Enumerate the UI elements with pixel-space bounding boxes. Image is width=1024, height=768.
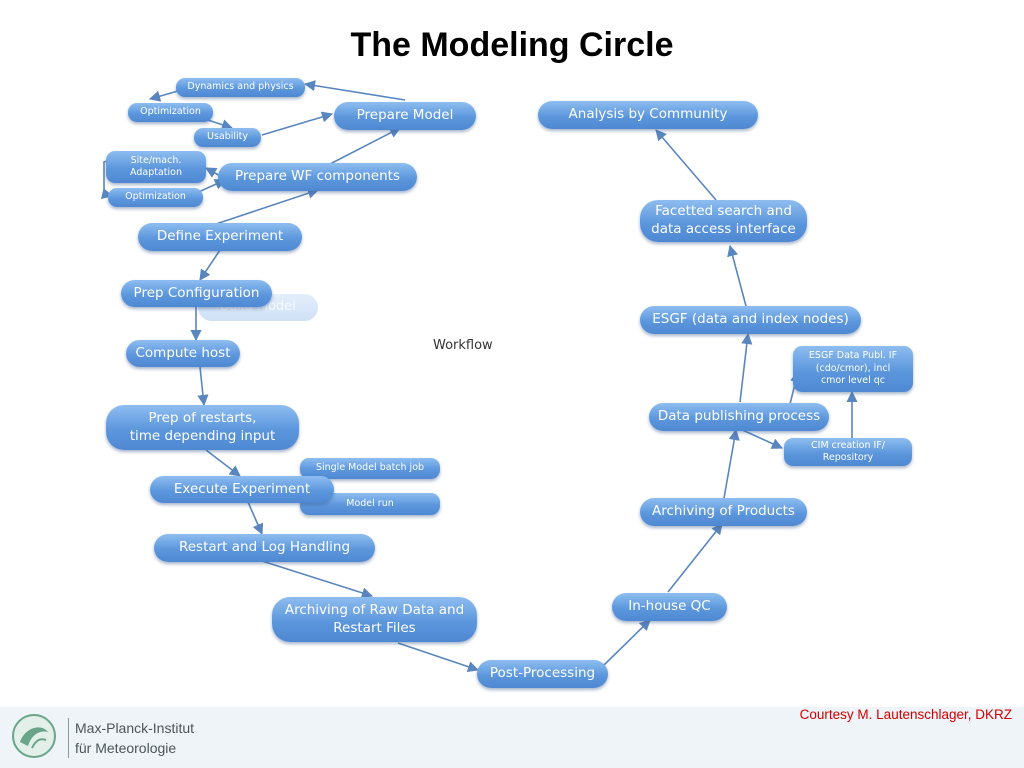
institute-name: Max-Planck-Institut für Meteorologie bbox=[68, 718, 194, 758]
node-cim-creation-if: CIM creation IF/ Repository bbox=[784, 438, 912, 466]
node-archiving-of-raw-data: Archiving of Raw Data and Restart Files bbox=[272, 597, 477, 642]
node-prepare-wf-components: Prepare WF components bbox=[218, 163, 417, 191]
node-dynamics-and-physics: Dynamics and physics bbox=[176, 78, 305, 97]
node-esgf-data-publ-if: ESGF Data Publ. IF (cdo/cmor), incl cmor… bbox=[793, 346, 913, 392]
node-prepare-model: Prepare Model bbox=[334, 102, 476, 130]
footer-bar bbox=[0, 707, 1024, 768]
node-model-run: Model run bbox=[300, 493, 440, 515]
node-facetted-search: Facetted search and data access interfac… bbox=[640, 200, 807, 242]
edge-inhouse-qc-to-archiving-products bbox=[667, 523, 723, 593]
edge-data-publishing-to-esgf-nodes bbox=[739, 332, 753, 403]
node-optimization-2: Optimization bbox=[108, 188, 203, 207]
edge-define-exp-to-prep-config bbox=[199, 249, 221, 281]
node-prep-of-restarts: Prep of restarts, time depending input bbox=[106, 405, 299, 450]
edge-post-processing-to-inhouse-qc bbox=[603, 619, 651, 666]
edge-archiving-raw-to-post-processing bbox=[397, 642, 480, 673]
edge-prepare-model-to-dynamics bbox=[303, 80, 406, 101]
center-label-workflow: Workflow bbox=[433, 338, 493, 353]
node-usability: Usability bbox=[194, 128, 261, 147]
node-in-house-qc: In-house QC bbox=[612, 593, 727, 621]
edge-archiving-products-to-data-publishing bbox=[723, 428, 740, 499]
edge-data-publishing-to-cim bbox=[737, 427, 784, 449]
courtesy-credit: Courtesy M. Lautenschlager, DKRZ bbox=[799, 707, 1012, 722]
institute-line-2: für Meteorologie bbox=[75, 740, 177, 756]
node-archiving-of-products: Archiving of Products bbox=[640, 498, 807, 526]
edge-restart-log-to-archiving-raw bbox=[261, 560, 374, 599]
edge-compute-host-to-prep-restarts bbox=[197, 366, 209, 407]
page-title: The Modeling Circle bbox=[350, 26, 674, 64]
node-define-experiment: Define Experiment bbox=[138, 223, 302, 251]
node-restart-and-log-handling: Restart and Log Handling bbox=[154, 534, 375, 562]
mpi-logo-icon bbox=[10, 712, 58, 760]
node-prep-configuration: Prep Configuration bbox=[121, 280, 272, 307]
institute-line-1: Max-Planck-Institut bbox=[75, 720, 195, 736]
node-single-model-batch-job: Single Model batch job bbox=[300, 458, 440, 479]
edge-prepare-wf-to-prepare-model bbox=[329, 127, 401, 165]
edge-define-exp-to-prepare-wf bbox=[209, 187, 320, 227]
node-optimization: Optimization bbox=[128, 103, 213, 122]
edge-execute-exp-to-restart-log bbox=[247, 501, 264, 536]
node-analysis-by-community: Analysis by Community bbox=[538, 101, 758, 129]
node-esgf-data-and-index-nodes: ESGF (data and index nodes) bbox=[640, 306, 861, 334]
edge-esgf-nodes-to-facetted bbox=[727, 244, 747, 307]
edge-facetted-to-analysis bbox=[655, 129, 717, 201]
node-site-mach-adaptation: Site/mach. Adaptation bbox=[106, 151, 206, 183]
edge-usability-to-prepare-model bbox=[261, 111, 334, 136]
node-execute-experiment: Execute Experiment bbox=[150, 476, 334, 503]
edge-prep-restarts-to-execute-exp bbox=[205, 449, 241, 477]
node-post-processing: Post-Processing bbox=[477, 660, 608, 688]
node-data-publishing-process: Data publishing process bbox=[649, 403, 829, 431]
node-compute-host: Compute host bbox=[126, 340, 240, 367]
